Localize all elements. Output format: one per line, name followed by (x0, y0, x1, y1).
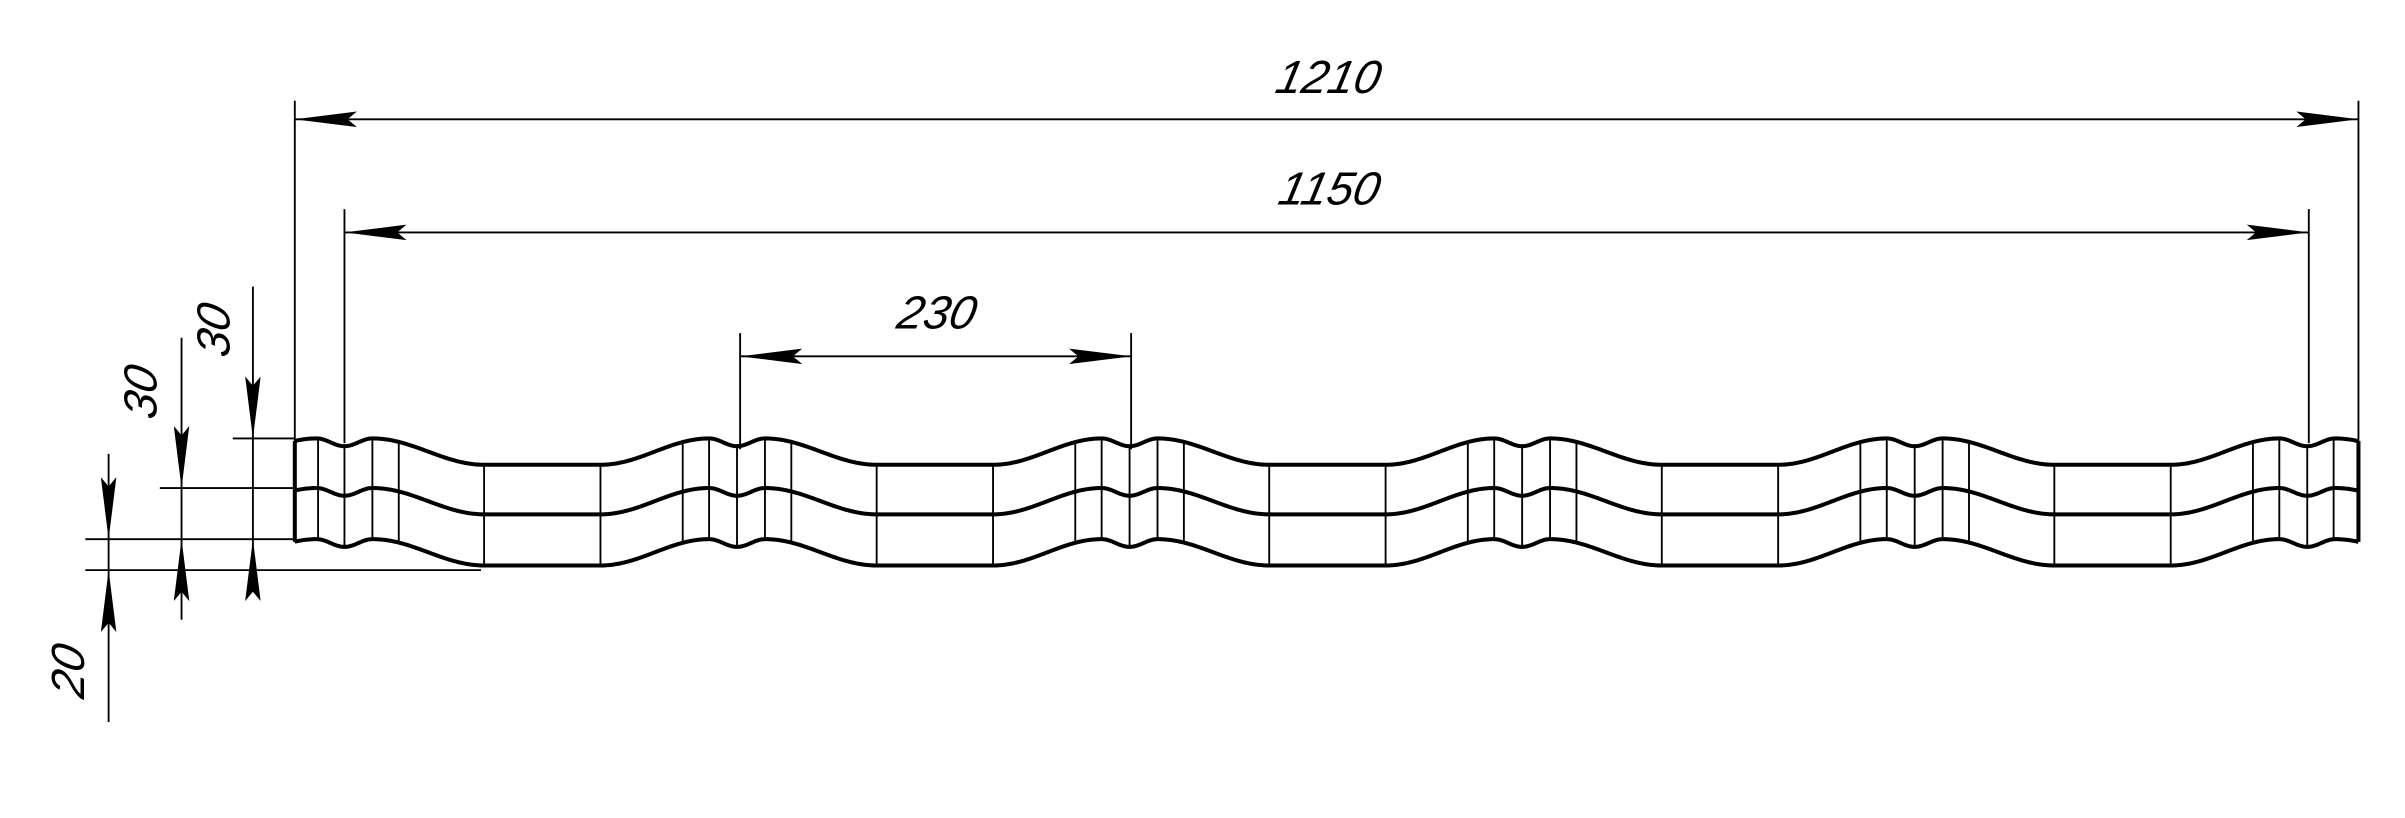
dimension-label-1210: 1210 (1272, 50, 1387, 102)
dimension-useful-width: 1150 (344, 162, 2309, 241)
dimension-height-top: 30 (187, 286, 261, 602)
profile-middle-line (294, 485, 2359, 517)
profile-top-line (294, 436, 2359, 467)
profile-bottom-line (294, 537, 2359, 568)
dimension-label-20: 20 (41, 639, 93, 703)
dimension-wave-step: 230 (740, 286, 1132, 365)
dimension-height-middle: 30 (114, 337, 190, 620)
dimension-height-step: 20 (41, 453, 117, 722)
dimension-label-230: 230 (892, 286, 982, 338)
dimension-label-1150: 1150 (1274, 162, 1385, 214)
tile-profile (292, 436, 2361, 568)
dimension-label-30-a: 30 (187, 298, 239, 361)
dimension-overall-width: 1210 (294, 50, 2359, 128)
dimension-label-30-b: 30 (114, 360, 166, 423)
